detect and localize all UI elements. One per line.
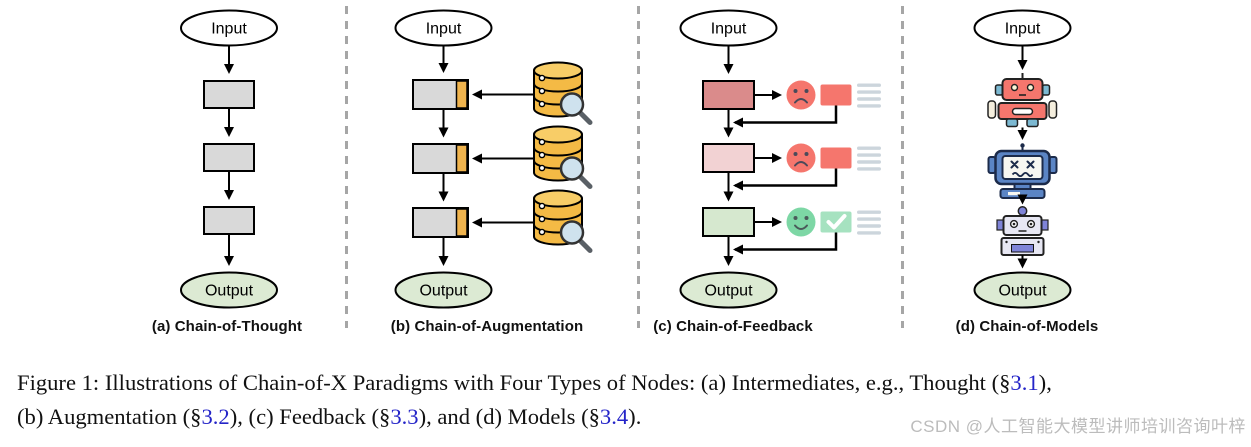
panel-b-diagram: Input — [394, 9, 593, 309]
panel-c-label: (c) Chain-of-Feedback — [653, 318, 813, 335]
augmented-box-row — [412, 61, 593, 125]
feedback-return-arrow — [733, 105, 838, 128]
robot-purple-icon — [996, 206, 1049, 256]
caption-text: ), and (d) Models (§ — [418, 403, 600, 429]
input-node-label: Input — [711, 21, 747, 38]
panel-d-label: (d) Chain-of-Models — [955, 318, 1099, 335]
output-node-label: Output — [998, 283, 1047, 300]
caption-text: (b) Augmentation (§ — [17, 403, 202, 429]
augment-strip — [455, 80, 468, 109]
feedback-box — [702, 143, 755, 173]
input-node-label: Input — [211, 21, 247, 38]
feedback-note-icon — [820, 84, 852, 106]
database-icon — [533, 61, 593, 125]
section-link-3-3[interactable]: 3.3 — [390, 403, 419, 429]
feedback-box — [702, 207, 755, 237]
section-link-3-4[interactable]: 3.4 — [599, 403, 629, 429]
output-node — [180, 271, 278, 309]
panel-divider — [637, 6, 640, 328]
magnifier-icon — [559, 156, 593, 189]
feedback-return-arrow — [733, 168, 838, 191]
panel-b-label: (b) Chain-of-Augmentation — [390, 318, 584, 335]
database-icon — [533, 125, 593, 189]
caption-text: ), — [1038, 370, 1052, 395]
section-link-3-1[interactable]: 3.1 — [1010, 370, 1039, 395]
augment-strip — [455, 144, 468, 173]
thought-box — [203, 80, 255, 109]
output-node — [679, 271, 778, 309]
caption-text: Figure 1: Illustrations of Chain-of-X Pa… — [17, 370, 1011, 395]
input-node-label: Input — [1005, 21, 1041, 38]
figure-caption: Figure 1: Illustrations of Chain-of-X Pa… — [17, 366, 1247, 433]
output-node-label: Output — [419, 283, 468, 300]
happy-face-icon — [786, 207, 816, 237]
feedback-row — [702, 143, 881, 191]
thought-box — [203, 143, 255, 172]
feedback-row — [702, 80, 881, 128]
caption-text: ). — [628, 403, 642, 429]
feedback-row — [702, 207, 881, 255]
panel-divider — [901, 6, 904, 328]
output-node — [394, 271, 493, 309]
sad-face-icon — [786, 143, 816, 173]
panel-divider — [345, 6, 348, 328]
panel-a-label: (a) Chain-of-Thought — [151, 318, 303, 335]
panel-a-diagram: Input Output — [180, 9, 278, 309]
text-lines-icon — [857, 146, 881, 171]
watermark: CSDN @人工智能大模型讲师培训咨询叶梓 — [910, 417, 1246, 436]
thought-box — [203, 206, 255, 235]
feedback-box — [702, 80, 755, 110]
input-node-label: Input — [426, 21, 462, 38]
augment-strip — [455, 208, 468, 237]
database-icon — [533, 189, 593, 253]
augmented-box-row — [412, 189, 593, 253]
magnifier-icon — [559, 220, 593, 253]
robot-blue-icon — [987, 143, 1058, 199]
feedback-return-arrow — [733, 232, 838, 255]
robot-red-icon — [987, 73, 1058, 128]
output-node — [973, 271, 1072, 309]
sad-face-icon — [786, 80, 816, 110]
output-node-label: Output — [704, 283, 753, 300]
panel-d-diagram: Input — [973, 9, 1072, 309]
caption-text: ), (c) Feedback (§ — [229, 403, 391, 429]
text-lines-icon — [857, 210, 881, 235]
feedback-note-icon — [820, 147, 852, 169]
text-lines-icon — [857, 83, 881, 108]
check-icon — [820, 211, 852, 233]
section-link-3-2[interactable]: 3.2 — [201, 403, 230, 429]
panel-c-diagram: Input — [679, 9, 881, 309]
augmented-box-row — [412, 125, 593, 189]
output-node-label: Output — [205, 283, 254, 300]
magnifier-icon — [559, 92, 593, 125]
